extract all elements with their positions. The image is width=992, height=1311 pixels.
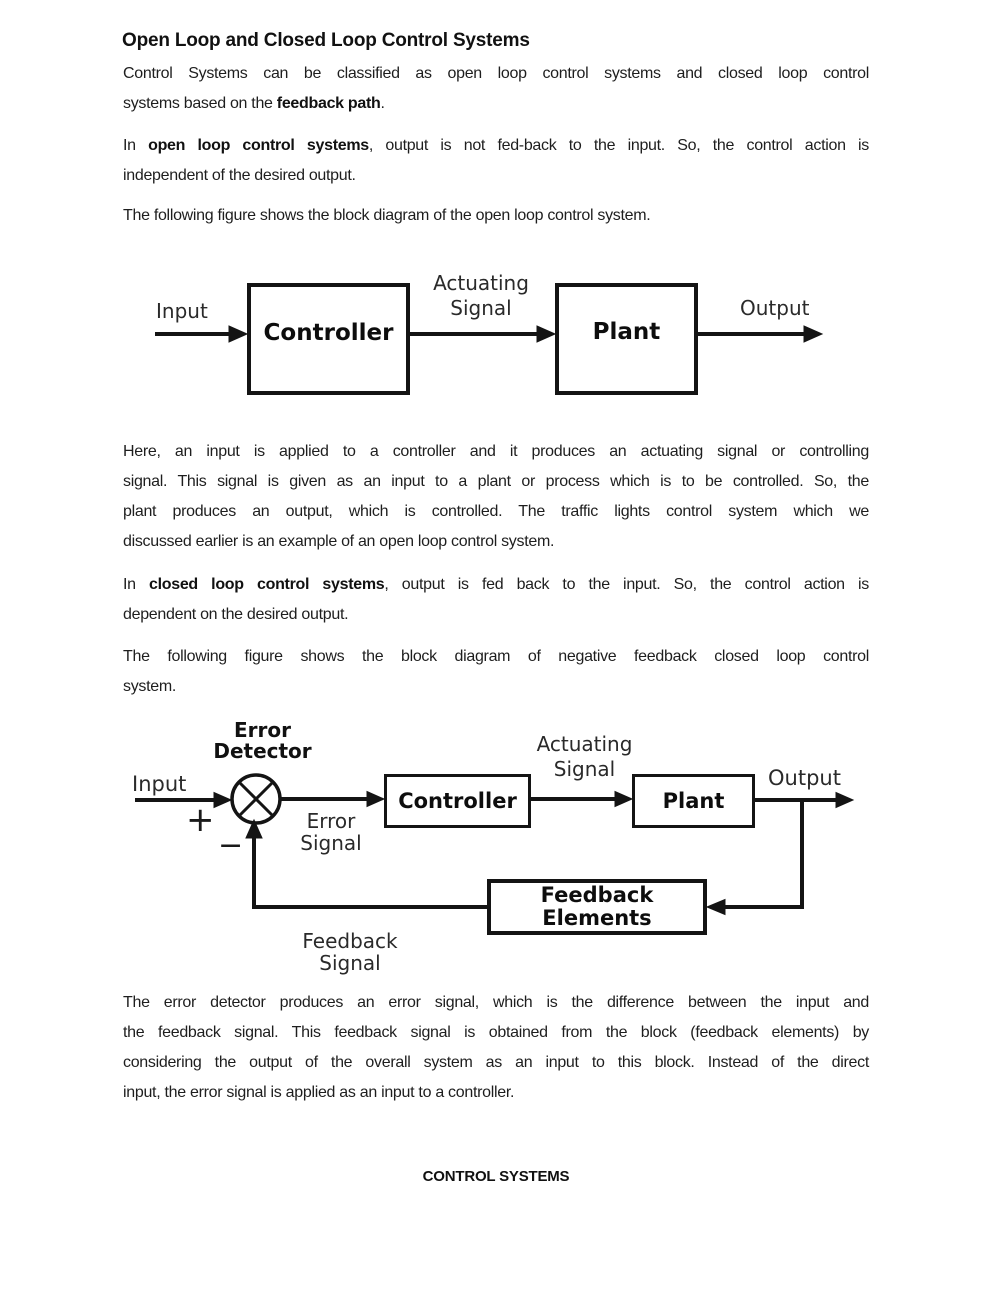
text-run: plant produces an output, which is contr… xyxy=(123,503,869,520)
minus-sign: − xyxy=(218,828,244,863)
feedback-elements-text: Feedback Elements xyxy=(541,884,654,930)
text-run: signal. This signal is given as an input… xyxy=(123,473,869,490)
paragraph-open-loop-definition: In open loop control systems, output is … xyxy=(123,131,869,191)
text-line: The following figure shows the block dia… xyxy=(123,201,869,231)
text-run: dependent on the desired output. xyxy=(123,606,349,623)
text-line: In closed loop control systems, output i… xyxy=(123,570,869,600)
feedback-elements-line2: Elements xyxy=(542,906,652,930)
text-line: The following figure shows the block dia… xyxy=(123,642,869,672)
text-line: dependent on the desired output. xyxy=(123,600,869,630)
output-arrowhead-icon xyxy=(803,325,824,343)
feedback-signal-line1: Feedback xyxy=(302,929,398,953)
text-run: systems based on the xyxy=(123,95,277,112)
feedback-elements-line1: Feedback xyxy=(540,883,654,907)
actuating-signal-line1: Actuating xyxy=(536,732,633,756)
input-arrowhead-icon xyxy=(213,791,233,809)
text-line: independent of the desired output. xyxy=(123,161,869,191)
page-title: Open Loop and Closed Loop Control System… xyxy=(122,30,530,51)
actuating-signal-line1: Actuating xyxy=(433,271,529,295)
error-signal-label: Error Signal xyxy=(288,810,374,854)
output-label: Output xyxy=(768,766,841,790)
text-run: system. xyxy=(123,678,177,695)
plant-block: Plant xyxy=(632,774,755,828)
input-label: Input xyxy=(132,772,187,796)
output-feedback-tap-line xyxy=(722,800,804,909)
feedback-return-line xyxy=(252,836,487,909)
text-line: input, the error signal is applied as an… xyxy=(123,1078,869,1108)
open-loop-diagram-lines xyxy=(155,325,824,343)
footer-document-title: CONTROL SYSTEMS xyxy=(422,1168,570,1185)
text-line: In open loop control systems, output is … xyxy=(123,131,869,161)
paragraph-classification: Control Systems can be classified as ope… xyxy=(123,59,869,119)
text-run-bold: open loop control systems xyxy=(148,137,369,154)
text-line: plant produces an output, which is contr… xyxy=(123,497,869,527)
actuating-arrowhead-icon xyxy=(536,325,557,343)
error-signal-line2: Signal xyxy=(300,831,362,855)
paragraph-figure-intro-open: The following figure shows the block dia… xyxy=(123,201,869,231)
text-run: independent of the desired output. xyxy=(123,167,356,184)
text-line: Control Systems can be classified as ope… xyxy=(123,59,869,89)
text-run: In xyxy=(123,137,149,154)
actuating-arrowhead-icon xyxy=(614,790,634,808)
feedback-in-arrowhead-icon xyxy=(705,898,726,916)
text-run: Control Systems can be classified as ope… xyxy=(123,65,869,82)
text-run: The error detector produces an error sig… xyxy=(123,994,869,1011)
plant-block: Plant xyxy=(555,283,698,395)
text-run: input, the error signal is applied as an… xyxy=(123,1084,515,1101)
controller-block: Controller xyxy=(384,774,531,828)
text-run: The following figure shows the block dia… xyxy=(123,648,869,665)
error-detector-line1: Error xyxy=(234,718,291,742)
actuating-signal-line2: Signal xyxy=(553,757,616,781)
text-run-bold: feedback path xyxy=(276,95,381,112)
open-loop-block-diagram: Input Actuating Signal Output Controller… xyxy=(0,255,992,430)
closed-loop-block-diagram: Error Detector Input + − Error Signal Co… xyxy=(0,715,992,990)
text-run: The following figure shows the block dia… xyxy=(123,207,651,224)
text-run: In xyxy=(123,576,150,593)
text-line: Here, an input is applied to a controlle… xyxy=(123,437,869,467)
text-run: , output is not fed-back to the input. S… xyxy=(368,137,869,154)
feedback-up-arrowhead-icon xyxy=(245,818,263,839)
plus-sign: + xyxy=(186,800,215,840)
error-signal-line1: Error xyxy=(306,809,356,833)
text-line: systems based on the feedback path. xyxy=(123,89,869,119)
paragraph-figure-intro-closed: The following figure shows the block dia… xyxy=(123,642,869,702)
text-line: considering the output of the overall sy… xyxy=(123,1048,869,1078)
output-label: Output xyxy=(740,296,810,320)
error-detector-label: Error Detector xyxy=(190,720,335,762)
paragraph-closed-loop-definition: In closed loop control systems, output i… xyxy=(123,570,869,630)
text-run: , output is fed back to the input. So, t… xyxy=(384,576,869,593)
text-run: . xyxy=(380,95,385,112)
text-run: considering the output of the overall sy… xyxy=(123,1054,869,1071)
actuating-signal-label: Actuating Signal xyxy=(416,271,546,321)
error-signal-arrowhead-icon xyxy=(366,790,386,808)
summing-junction-cross-line xyxy=(237,780,275,818)
text-run-bold: closed loop control systems xyxy=(149,576,385,593)
text-line: discussed earlier is an example of an op… xyxy=(123,527,869,557)
paragraph-error-detector-explanation: The error detector produces an error sig… xyxy=(123,988,869,1108)
text-run: the feedback signal. This feedback signa… xyxy=(123,1024,869,1041)
text-line: system. xyxy=(123,672,869,702)
text-line: the feedback signal. This feedback signa… xyxy=(123,1018,869,1048)
text-run: Here, an input is applied to a controlle… xyxy=(123,443,869,460)
feedback-elements-block: Feedback Elements xyxy=(487,879,707,935)
paragraph-open-loop-explanation: Here, an input is applied to a controlle… xyxy=(123,437,869,557)
controller-block: Controller xyxy=(247,283,410,395)
feedback-signal-line2: Signal xyxy=(319,951,381,975)
input-label: Input xyxy=(156,299,208,323)
actuating-signal-label: Actuating Signal xyxy=(522,732,647,782)
text-line: The error detector produces an error sig… xyxy=(123,988,869,1018)
text-run: discussed earlier is an example of an op… xyxy=(123,533,555,550)
feedback-signal-label: Feedback Signal xyxy=(288,930,412,974)
text-line: signal. This signal is given as an input… xyxy=(123,467,869,497)
closed-loop-diagram-lines xyxy=(135,773,855,916)
error-detector-line2: Detector xyxy=(213,739,312,763)
actuating-signal-line2: Signal xyxy=(450,296,512,320)
input-arrowhead-icon xyxy=(228,325,249,343)
output-arrowhead-icon xyxy=(835,791,855,809)
